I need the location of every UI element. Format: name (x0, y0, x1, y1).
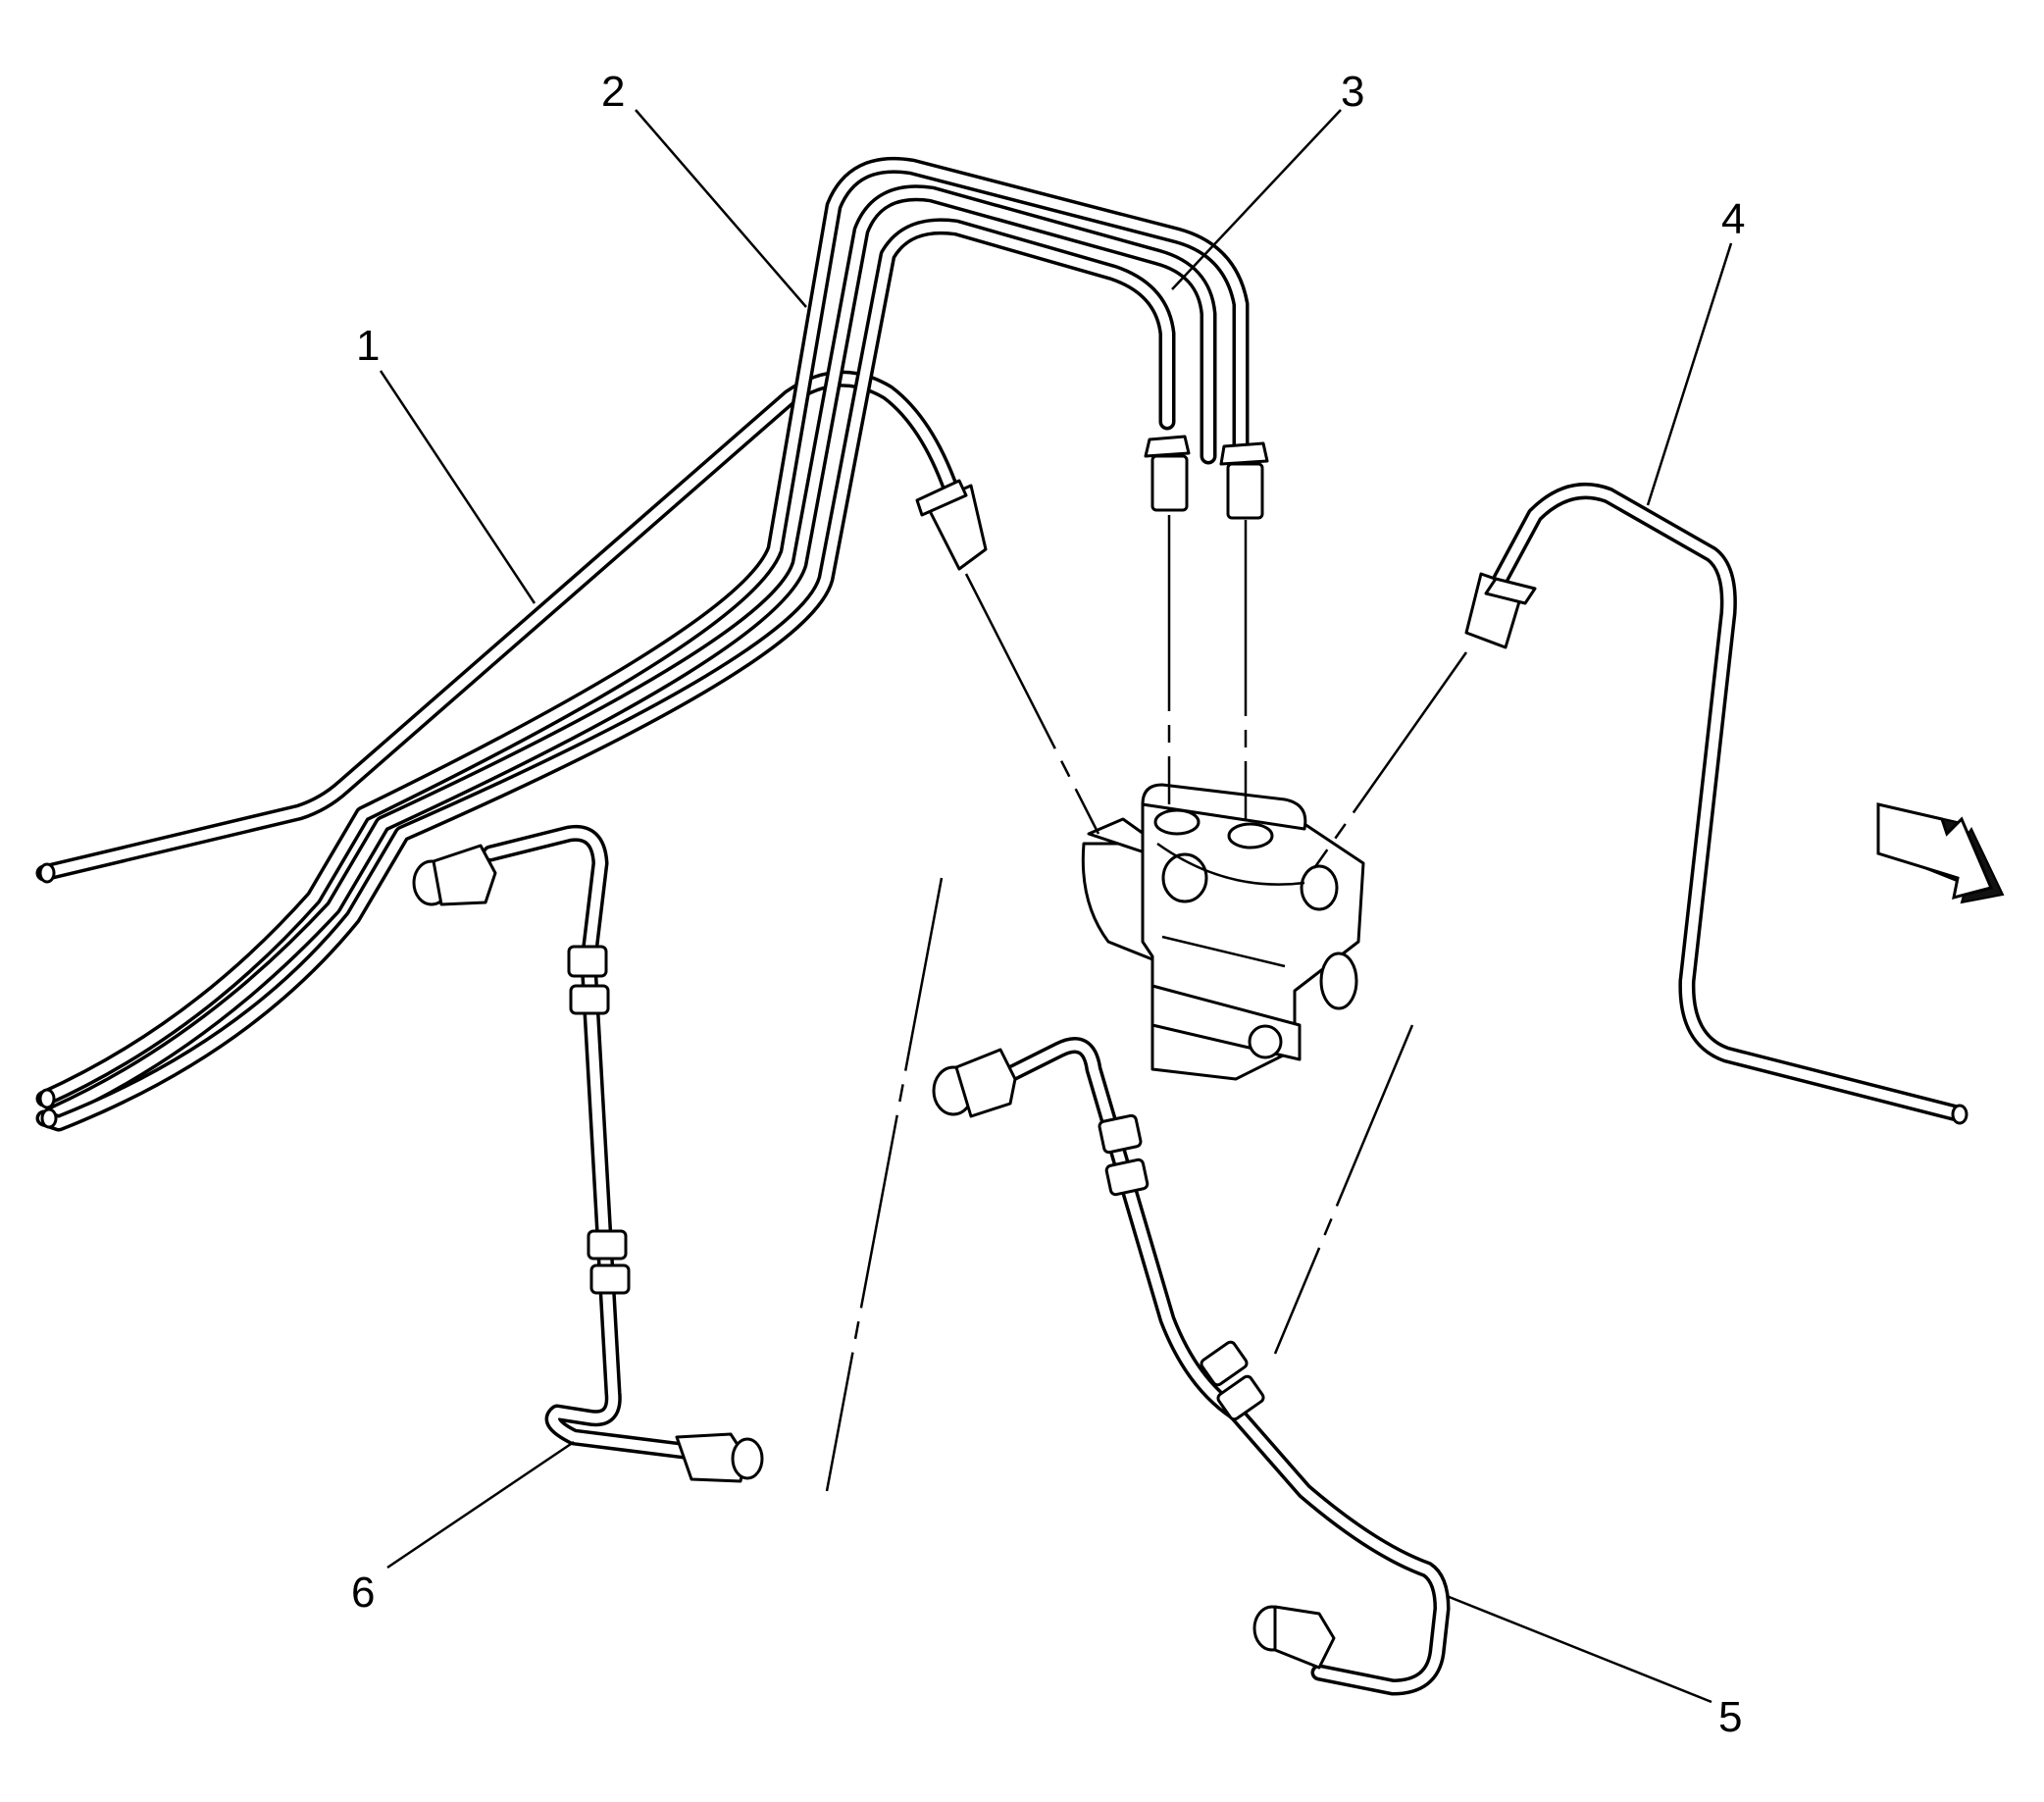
brake-line-5-hose-sleeves (1098, 1113, 1265, 1421)
callout-leaders (379, 109, 1733, 1704)
callout-3: 3 (1341, 68, 1364, 116)
brake-line-6-top-fitting (412, 844, 497, 906)
brake-line-6-bottom-fitting (675, 1432, 764, 1483)
callout-1: 1 (356, 322, 380, 370)
brake-line-5-top-fitting (932, 1048, 1017, 1118)
forward-direction-arrow-icon (1876, 802, 2005, 904)
brake-line-1 (35, 370, 988, 884)
brake-line-6-hose-sleeves (567, 945, 631, 1295)
fittings-3 (1144, 435, 1269, 520)
brake-line-4-fitting (1464, 572, 1537, 649)
brake-line-5 (932, 1037, 1451, 1696)
brake-lines-2 (35, 156, 1250, 1132)
callout-2: 2 (601, 68, 625, 116)
callout-4: 4 (1721, 195, 1745, 243)
assembly-guide-lines (825, 515, 1468, 1492)
callout-labels: 1 2 3 4 5 6 (351, 68, 1745, 1741)
callout-6: 6 (351, 1569, 375, 1617)
brake-line-1-fitting (915, 479, 988, 571)
valve-body (1081, 783, 1365, 1081)
brake-line-4 (1464, 483, 1968, 1125)
callout-5: 5 (1718, 1693, 1742, 1741)
brake-line-6 (412, 824, 764, 1483)
brake-line-5-bottom-fitting (1252, 1605, 1336, 1670)
